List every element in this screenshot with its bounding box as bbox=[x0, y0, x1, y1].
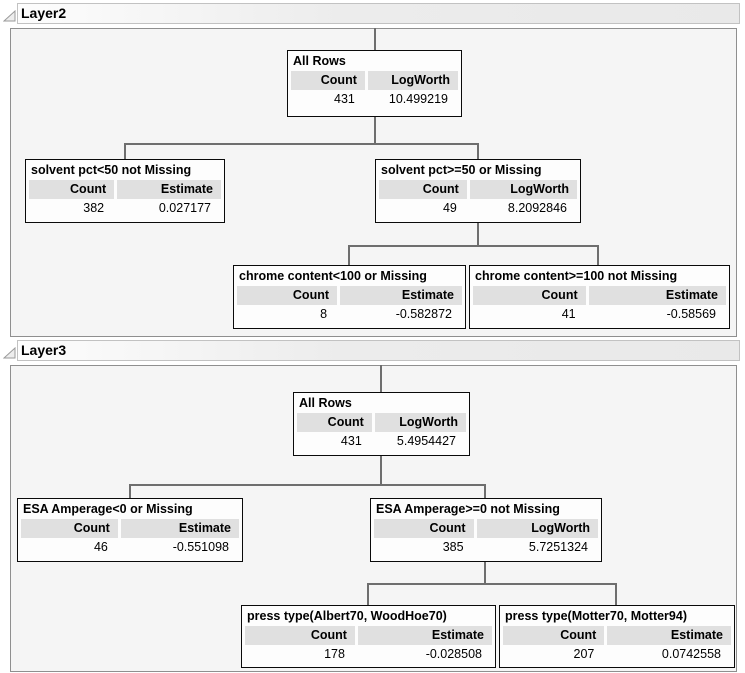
tree-node-title: solvent pct<50 not Missing bbox=[31, 163, 192, 177]
connector-line bbox=[129, 484, 131, 498]
tree-node-title: chrome content>=100 not Missing bbox=[475, 269, 678, 283]
connector-line bbox=[374, 28, 376, 50]
tree-node-title: All Rows bbox=[299, 396, 352, 410]
count-value: 178 bbox=[324, 647, 345, 661]
column-header-stat: Estimate bbox=[607, 626, 731, 645]
tree-node-split-left: solvent pct<50 not Missing Count Estimat… bbox=[25, 159, 225, 223]
tree-node-allrows: All Rows Count LogWorth 431 5.4954427 bbox=[293, 392, 470, 456]
column-header-count: Count bbox=[374, 519, 474, 538]
count-value: 8 bbox=[320, 307, 328, 321]
stat-value: 0.0742558 bbox=[661, 647, 721, 661]
column-header-count: Count bbox=[503, 626, 605, 645]
column-header-stat: LogWorth bbox=[469, 180, 577, 199]
connector-line bbox=[124, 143, 479, 145]
connector-line bbox=[380, 456, 382, 484]
disclosure-triangle-icon[interactable] bbox=[2, 9, 16, 22]
tree-node-title: press type(Motter70, Motter94) bbox=[505, 609, 687, 623]
layer3-title: Layer3 bbox=[21, 342, 67, 358]
count-value: 41 bbox=[561, 307, 576, 321]
connector-line bbox=[348, 245, 599, 247]
column-header-count: Count bbox=[297, 413, 372, 432]
column-header-count: Count bbox=[21, 519, 118, 538]
tree-node-title: All Rows bbox=[293, 54, 346, 68]
tree-node-leaf-right: press type(Motter70, Motter94) Count Est… bbox=[499, 605, 735, 668]
count-value: 385 bbox=[442, 540, 464, 554]
column-header-count: Count bbox=[379, 180, 467, 199]
column-header-stat: Estimate bbox=[340, 286, 462, 305]
outline-title-layer2[interactable]: Layer2 bbox=[17, 3, 740, 24]
column-header-stat: Estimate bbox=[120, 519, 239, 538]
stat-value: 5.4954427 bbox=[396, 434, 456, 448]
column-header-count: Count bbox=[29, 180, 115, 199]
connector-line bbox=[348, 245, 350, 265]
tree-node-leaf-right: chrome content>=100 not Missing Count Es… bbox=[469, 265, 730, 329]
connector-line bbox=[477, 223, 479, 245]
column-header-count: Count bbox=[291, 71, 365, 90]
disclosure-triangle-icon[interactable] bbox=[2, 346, 16, 359]
tree-node-title: press type(Albert70, WoodHoe70) bbox=[247, 609, 447, 623]
connector-line bbox=[615, 583, 617, 605]
column-header-stat: Estimate bbox=[357, 626, 492, 645]
tree-node-title: ESA Amperage<0 or Missing bbox=[23, 502, 193, 516]
connector-line bbox=[380, 365, 382, 392]
column-header-count: Count bbox=[245, 626, 355, 645]
tree-node-leaf-left: press type(Albert70, WoodHoe70) Count Es… bbox=[241, 605, 496, 668]
connector-line bbox=[367, 583, 617, 585]
connector-line bbox=[129, 484, 486, 486]
stat-value: -0.582872 bbox=[395, 307, 452, 321]
tree-node-title: solvent pct>=50 or Missing bbox=[381, 163, 542, 177]
column-header-stat: LogWorth bbox=[476, 519, 598, 538]
tree-node-leaf-left: chrome content<100 or Missing Count Esti… bbox=[233, 265, 466, 329]
count-value: 49 bbox=[442, 201, 457, 215]
tree-node-title: chrome content<100 or Missing bbox=[239, 269, 427, 283]
connector-line bbox=[484, 562, 486, 583]
count-value: 207 bbox=[573, 647, 595, 661]
column-header-count: Count bbox=[473, 286, 586, 305]
column-header-stat: LogWorth bbox=[374, 413, 466, 432]
stat-value: 5.7251324 bbox=[528, 540, 588, 554]
count-value: 382 bbox=[83, 201, 105, 215]
tree-node-split-right: ESA Amperage>=0 not Missing Count LogWor… bbox=[370, 498, 602, 562]
stat-value: 0.027177 bbox=[158, 201, 211, 215]
tree-node-split-left: ESA Amperage<0 or Missing Count Estimate… bbox=[17, 498, 243, 562]
count-value: 431 bbox=[340, 434, 362, 448]
connector-line bbox=[124, 143, 126, 159]
column-header-count: Count bbox=[237, 286, 338, 305]
connector-line bbox=[374, 114, 376, 143]
count-value: 46 bbox=[93, 540, 108, 554]
stat-value: 8.2092846 bbox=[507, 201, 567, 215]
stat-value: -0.58569 bbox=[666, 307, 716, 321]
stat-value: -0.551098 bbox=[172, 540, 229, 554]
tree-node-split-right: solvent pct>=50 or Missing Count LogWort… bbox=[375, 159, 581, 223]
outline-title-layer3[interactable]: Layer3 bbox=[17, 340, 740, 361]
connector-line bbox=[477, 143, 479, 159]
tree-node-allrows: All Rows Count LogWorth 431 10.499219 bbox=[287, 50, 462, 117]
connector-line bbox=[597, 245, 599, 265]
connector-line bbox=[367, 583, 369, 605]
stat-value: -0.028508 bbox=[425, 647, 482, 661]
count-value: 431 bbox=[334, 92, 355, 106]
stat-value: 10.499219 bbox=[388, 92, 448, 106]
connector-line bbox=[484, 484, 486, 498]
tree-node-title: ESA Amperage>=0 not Missing bbox=[376, 502, 560, 516]
column-header-stat: Estimate bbox=[588, 286, 726, 305]
layer2-title: Layer2 bbox=[21, 5, 67, 21]
column-header-stat: Estimate bbox=[117, 180, 221, 199]
column-header-stat: LogWorth bbox=[367, 71, 458, 90]
